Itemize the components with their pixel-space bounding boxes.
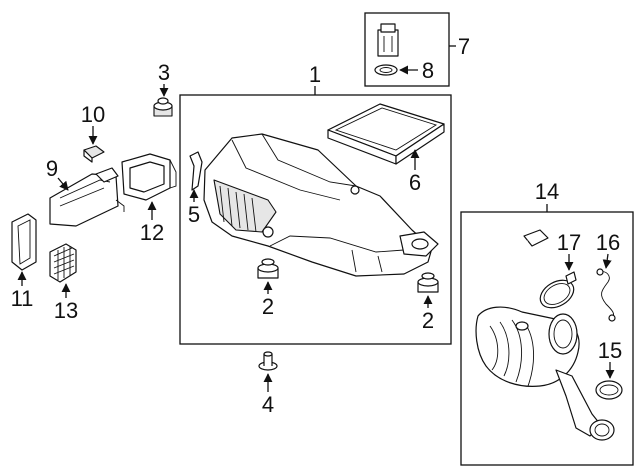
callout-13: 13 [54, 298, 78, 323]
air-duct-9 [49, 167, 125, 227]
callout-4: 4 [262, 392, 274, 417]
air-filter-element [327, 103, 445, 165]
leader-16 [602, 253, 612, 269]
callout-9: 9 [46, 156, 58, 181]
vent-hose-16 [596, 268, 616, 322]
screen-13 [49, 243, 77, 283]
callout-10: 10 [81, 102, 105, 127]
callout-12: 12 [140, 220, 164, 245]
callout-8: 8 [422, 58, 434, 83]
seal-frame-11 [11, 213, 37, 271]
air-cleaner-housing [203, 133, 439, 277]
grommet-right [417, 272, 439, 293]
clamp-17 [539, 271, 577, 309]
callout-14: 14 [535, 179, 559, 204]
grommet-3 [153, 97, 173, 117]
callout-7: 7 [458, 34, 470, 59]
bolt-4 [258, 351, 278, 371]
callout-3: 3 [158, 60, 170, 85]
callout-5: 5 [188, 202, 200, 227]
callout-6: 6 [409, 170, 421, 195]
sensor-box [364, 12, 450, 87]
clip-5 [189, 151, 203, 191]
o-ring-15 [595, 380, 623, 400]
callout-15: 15 [598, 338, 622, 363]
callout-17: 17 [557, 230, 581, 255]
leader-9 [57, 177, 69, 191]
callout-1: 1 [309, 62, 321, 87]
grommet-left [257, 258, 279, 279]
callout-11: 11 [11, 286, 34, 311]
intake-hose-assembly [475, 229, 615, 441]
pad-10 [83, 145, 105, 163]
callout-2-left: 2 [262, 294, 274, 319]
sensor-seal [374, 64, 398, 76]
callout-16: 16 [596, 230, 620, 255]
airflow-sensor [377, 23, 399, 57]
inlet-duct-12 [121, 153, 177, 201]
callout-2-right: 2 [422, 308, 434, 333]
